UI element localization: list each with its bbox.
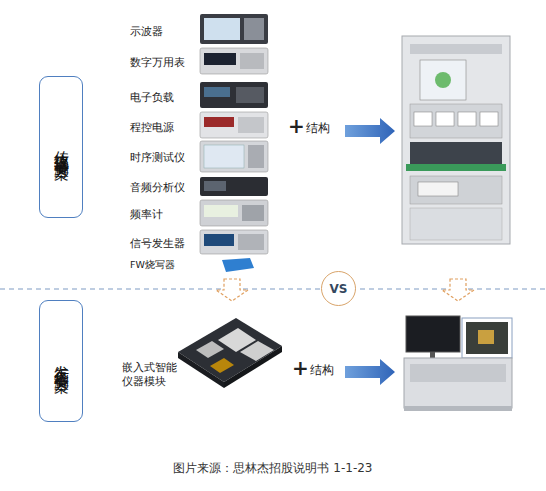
rack-unit [418,182,458,196]
signal-generator [200,230,268,254]
machine-body [404,358,512,408]
instrument-label: 时序测试仪 [130,150,185,164]
instrument-body [200,200,268,226]
fw-programmer [222,258,254,272]
monitor [406,316,460,352]
figure-caption: 图片来源：思林杰招股说明书 1-1-23 [0,460,546,476]
multimeter [200,48,268,74]
frequency-counter [200,200,268,226]
instrument-body [200,82,268,108]
programmer-body [222,258,254,272]
instrument-label: 电子负载 [130,90,174,104]
instrument-body [200,141,268,172]
instrument-panel [238,234,264,250]
instrument-screen [204,87,230,97]
instrument-rack [410,104,502,138]
timing-tester [200,141,268,172]
instrument-screen [204,234,234,246]
machine-base [404,406,512,411]
work-shelf [406,164,506,171]
instrument-body [200,112,268,138]
programmable-power [200,112,268,138]
screen-graphic [435,72,451,88]
structure-label: 结构 [306,122,330,134]
instrument-label: FW烧写器 [130,259,175,272]
board-module [196,341,224,358]
instrument-panel [242,205,264,221]
lower-rack [410,176,502,204]
node-text: VS [330,282,348,296]
instrument-screen [204,18,240,40]
plus-sign: + [292,358,309,378]
instrument-panel [248,145,264,168]
board-pcb [178,318,282,382]
rack-unit [414,112,432,126]
instrument-label: 音频分析仪 [130,180,185,194]
instrument-screen [204,205,238,217]
scheme-box: 发行人检测方案 [39,300,83,422]
machine-window [410,364,506,382]
instrument-label: 示波器 [130,24,163,38]
instrument-label: 数字万用表 [130,55,185,69]
instrument-panel [204,181,226,191]
down-arrow [442,279,474,301]
plus-sign: + [288,116,305,136]
cabinet-door [410,208,502,240]
test-machine [404,316,512,411]
inset-frame [462,318,512,358]
inset-board [466,322,508,354]
module-label: 嵌入式智能 仪器模块 [122,360,182,388]
instrument-body [200,177,268,196]
instrument-panel [236,87,264,103]
node-text: 传统仪器检测方案 [52,139,71,155]
block-arrow [345,359,395,385]
instrument-body [200,230,268,254]
instrument-screen [204,117,234,127]
instrument-label: 频率计 [130,207,163,221]
block-arrow [345,118,395,144]
embedded-board [178,318,282,388]
instrument-panel [238,117,264,133]
scheme-box: 传统仪器检测方案 [39,76,83,218]
fixture [410,142,502,164]
instrument-screen [204,53,236,65]
cabinet-header [410,44,502,54]
instrument-body [200,14,268,44]
oscilloscope [200,14,268,44]
inset-chip [478,330,494,344]
board-module [240,341,274,361]
audio-analyzer [200,177,268,196]
board-chip [210,358,234,373]
instrument-label: 信号发生器 [130,236,185,250]
electronic-load [200,82,268,108]
cabinet-frame [402,36,510,244]
test-cabinet [402,36,510,244]
cabinet-screen [420,60,466,100]
down-arrow [216,279,248,301]
instrument-screen [204,145,244,168]
rack-unit [436,112,454,126]
instrument-body [200,48,268,74]
structure-label: 结构 [310,364,334,376]
instrument-panel [244,18,264,40]
instrument-label: 程控电源 [130,120,174,134]
instrument-panel [240,53,264,69]
rack-unit [458,112,476,126]
node-text: 发行人检测方案 [52,354,71,368]
rack-unit [480,112,498,126]
vs-circle: VS [321,271,356,306]
